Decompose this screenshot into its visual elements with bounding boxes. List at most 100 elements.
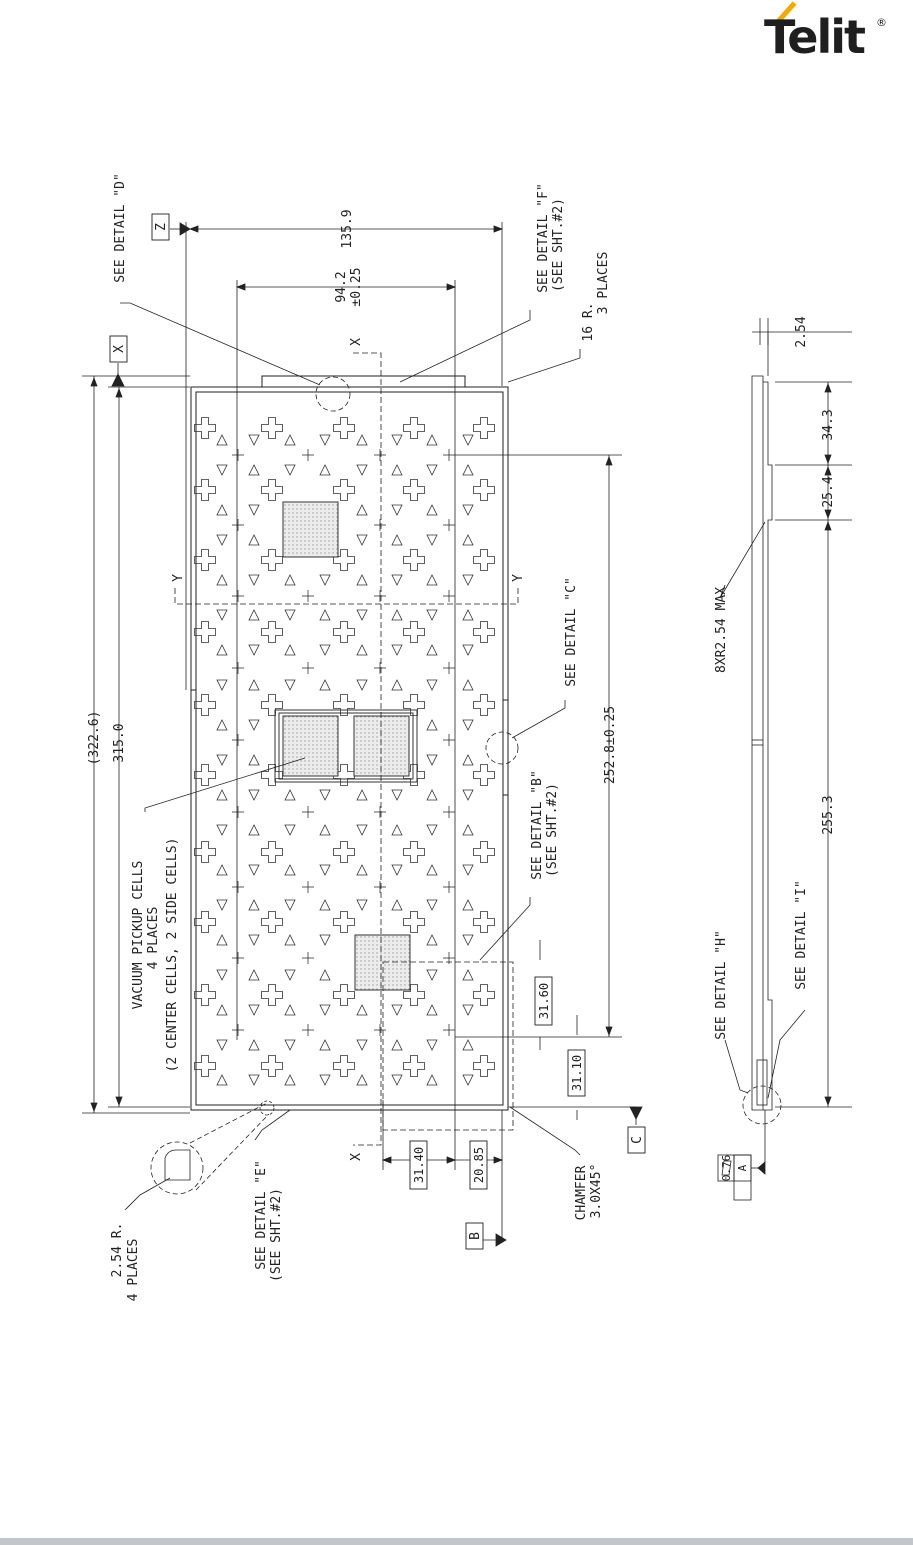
footer-bar xyxy=(0,1538,913,1545)
pocket-rib xyxy=(216,824,228,836)
pocket-rib xyxy=(462,679,474,691)
pocket-post xyxy=(403,479,425,501)
pocket-rib xyxy=(462,899,474,911)
pocket-rib xyxy=(426,754,438,766)
pocket-rib xyxy=(356,1004,368,1016)
pocket-rib xyxy=(356,504,368,516)
pocket-rib xyxy=(284,644,296,656)
note-fillet: 8XR2.54 MAX xyxy=(714,587,729,673)
pocket-rib xyxy=(319,969,331,981)
pocket-rib xyxy=(248,609,260,621)
pocket-post xyxy=(333,984,355,1006)
pocket-rib xyxy=(426,464,438,476)
pocket-rib xyxy=(216,789,228,801)
pocket-rib xyxy=(462,1004,474,1016)
pocket-rib xyxy=(216,1039,228,1051)
pocket-rib xyxy=(356,574,368,586)
pocket-post xyxy=(473,1055,495,1077)
center-cell-frame xyxy=(274,709,418,783)
dim-side-255-3: 255.3 xyxy=(821,795,836,834)
note-radius-254-places: 4 PLACES xyxy=(126,1239,141,1302)
pocket-rib xyxy=(426,789,438,801)
pocket-rib xyxy=(391,864,403,876)
section-x-top: X xyxy=(349,338,364,346)
datum-z-label: Z xyxy=(154,223,169,231)
pocket-rib xyxy=(426,899,438,911)
pocket-rib xyxy=(248,864,260,876)
pocket-post xyxy=(473,479,495,501)
pocket-post xyxy=(333,479,355,501)
pocket-rib xyxy=(426,824,438,836)
pocket-rib xyxy=(391,534,403,546)
pocket-post xyxy=(194,764,216,786)
pocket-rib xyxy=(284,899,296,911)
pocket-post xyxy=(261,479,283,501)
pocket-rib xyxy=(391,644,403,656)
pocket-post xyxy=(473,841,495,863)
pocket-post xyxy=(261,417,283,439)
pocket-rib xyxy=(426,534,438,546)
pocket-rib xyxy=(319,679,331,691)
pocket-post xyxy=(403,621,425,643)
pocket-rib xyxy=(462,574,474,586)
pocket-post xyxy=(194,694,216,716)
pocket-rib xyxy=(319,1039,331,1051)
note-detail-e: SEE DETAIL "E" xyxy=(254,1160,269,1270)
pocket-rib xyxy=(319,864,331,876)
note-radius-254: 2.54 R. xyxy=(110,1223,125,1278)
pocket-rib xyxy=(356,679,368,691)
pocket-rib xyxy=(248,464,260,476)
pocket-rib xyxy=(462,789,474,801)
pocket-rib xyxy=(319,789,331,801)
note-chamfer-1: CHAMFER xyxy=(574,1165,589,1220)
pocket-rib xyxy=(391,899,403,911)
pocket-rib xyxy=(426,719,438,731)
pocket-rib xyxy=(284,864,296,876)
pocket-rib xyxy=(356,824,368,836)
pocket-rib xyxy=(426,1074,438,1086)
pocket-rib xyxy=(426,934,438,946)
pocket-post xyxy=(333,621,355,643)
pocket-grid xyxy=(194,417,495,1086)
vacuum-cell-lower xyxy=(354,934,411,991)
pocket-rib xyxy=(216,504,228,516)
pocket-rib xyxy=(391,1074,403,1086)
datum-x-label: X xyxy=(112,345,127,353)
pocket-rib xyxy=(319,1004,331,1016)
pocket-rib xyxy=(319,1074,331,1086)
pocket-rib xyxy=(462,609,474,621)
note-detail-c: SEE DETAIL "C" xyxy=(564,577,579,687)
pocket-rib xyxy=(248,1004,260,1016)
dim-side-2-54: 2.54 xyxy=(794,316,809,347)
pocket-rib xyxy=(391,1039,403,1051)
pocket-rib xyxy=(284,1074,296,1086)
vacuum-cell-center-left xyxy=(282,715,339,777)
pocket-rib xyxy=(462,934,474,946)
pocket-rib xyxy=(356,534,368,546)
pocket-rib xyxy=(462,504,474,516)
pocket-rib xyxy=(216,969,228,981)
dim-31-10: 31.10 xyxy=(570,1055,584,1091)
dimension-lines xyxy=(82,222,643,1247)
pocket-rib xyxy=(284,679,296,691)
pocket-rib xyxy=(426,1039,438,1051)
note-detail-e-sheet: (SEE SHT.#2) xyxy=(269,1188,284,1282)
pocket-post xyxy=(333,1055,355,1077)
logo-wordmark: Telit xyxy=(764,10,866,64)
dim-135-9: 135.9 xyxy=(340,209,355,248)
vacuum-cell-center-right xyxy=(353,715,410,777)
pocket-rib xyxy=(462,434,474,446)
pocket-post xyxy=(194,417,216,439)
pocket-post xyxy=(333,694,355,716)
datum-a-label: A xyxy=(736,1164,749,1171)
pocket-post xyxy=(403,417,425,439)
pocket-post xyxy=(403,984,425,1006)
flatness-value: 0.76 xyxy=(720,1155,733,1182)
pocket-rib xyxy=(284,824,296,836)
pocket-rib xyxy=(319,574,331,586)
dim-252-8: 252.8±0.25 xyxy=(603,706,618,784)
pocket-post xyxy=(473,417,495,439)
dim-20-85: 20.85 xyxy=(472,1147,486,1183)
pocket-post xyxy=(333,911,355,933)
pocket-rib xyxy=(462,1074,474,1086)
